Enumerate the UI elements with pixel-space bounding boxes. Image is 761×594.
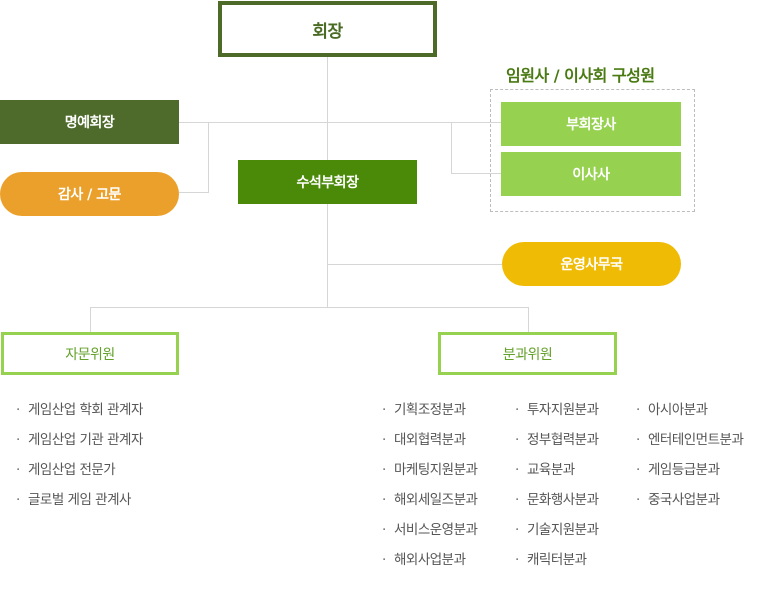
honorary-chairman-label: 명예회장 [64,115,115,131]
chairman-box: 회장 [218,1,437,57]
list-item: ·게임산업 기관 관계자 [16,432,143,448]
list-item: ·교육분과 [515,462,575,478]
bullet-icon: · [515,492,519,508]
secretariat-label: 운영사무국 [560,257,623,273]
bullet-icon: · [16,432,20,448]
senior-vice-chairman-label: 수석부회장 [296,175,359,191]
division-committee-label: 분과위원 [502,346,553,363]
list-item: ·캐릭터분과 [515,552,587,568]
list-item: ·해외세일즈분과 [382,492,478,508]
bullet-icon: · [515,462,519,478]
list-item: ·정부협력분과 [515,432,599,448]
bullet-icon: · [636,402,640,418]
bullet-icon: · [515,402,519,418]
bullet-icon: · [515,432,519,448]
list-item: ·서비스운영분과 [382,522,478,538]
bullet-icon: · [382,432,386,448]
bullet-icon: · [636,492,640,508]
vice-chairman-company-box: 부회장사 [501,102,681,146]
auditor-advisor-box: 감사 / 고문 [0,172,179,216]
list-item: ·게임등급분과 [636,462,720,478]
secretariat-box: 운영사무국 [502,242,681,286]
division-list-col3: ·아시아분과 ·엔터테인먼트분과 ·게임등급분과 ·중국사업분과 [636,400,744,520]
advisory-committee-box: 자문위원 [1,332,179,375]
senior-vice-chairman-box: 수석부회장 [238,160,417,204]
connector-honorary-officers [179,122,501,123]
director-company-box: 이사사 [501,152,681,196]
officers-group-frame [490,89,695,212]
advisory-committee-label: 자문위원 [65,346,115,363]
list-item: ·마케팅지원분과 [382,462,478,478]
honorary-chairman-box: 명예회장 [0,100,179,144]
bullet-icon: · [515,522,519,538]
bullet-icon: · [16,492,20,508]
list-item: ·대외협력분과 [382,432,466,448]
division-list-col2: ·투자지원분과 ·정부협력분과 ·교육분과 ·문화행사분과 ·기술지원분과 ·캐… [515,400,599,580]
list-item: ·아시아분과 [636,402,708,418]
director-company-label: 이사사 [572,167,610,183]
list-item: ·기획조정분과 [382,402,466,418]
bullet-icon: · [16,402,20,418]
auditor-advisor-label: 감사 / 고문 [58,187,121,203]
connector-committees-horizontal [90,307,529,308]
bullet-icon: · [636,432,640,448]
bullet-icon: · [382,402,386,418]
list-item: ·해외사업분과 [382,552,466,568]
chairman-label: 회장 [312,21,343,42]
bullet-icon: · [382,492,386,508]
bullet-icon: · [382,522,386,538]
connector-audit-horizontal [179,192,209,193]
connector-division-vertical [528,307,529,332]
connector-advisory-vertical [90,307,91,332]
bullet-icon: · [636,462,640,478]
list-item: ·중국사업분과 [636,492,720,508]
connector-secretariat [327,264,502,265]
list-item: ·투자지원분과 [515,402,599,418]
bullet-icon: · [515,552,519,568]
connector-audit-vertical [208,122,209,193]
division-committee-box: 분과위원 [438,332,617,375]
advisory-committee-list: ·게임산업 학회 관계자 ·게임산업 기관 관계자 ·게임산업 전문가 ·글로벌… [16,400,143,520]
connector-director-horizontal [451,173,501,174]
list-item: ·글로벌 게임 관계사 [16,492,131,508]
list-item: ·기술지원분과 [515,522,599,538]
officers-group-title: 임원사 / 이사회 구성원 [506,66,655,85]
list-item: ·문화행사분과 [515,492,599,508]
connector-director-vertical [451,122,452,174]
bullet-icon: · [16,462,20,478]
list-item: ·게임산업 학회 관계자 [16,402,143,418]
list-item: ·엔터테인먼트분과 [636,432,744,448]
bullet-icon: · [382,552,386,568]
vice-chairman-company-label: 부회장사 [566,117,616,133]
division-list-col1: ·기획조정분과 ·대외협력분과 ·마케팅지원분과 ·해외세일즈분과 ·서비스운영… [382,400,478,580]
list-item: ·게임산업 전문가 [16,462,116,478]
bullet-icon: · [382,462,386,478]
